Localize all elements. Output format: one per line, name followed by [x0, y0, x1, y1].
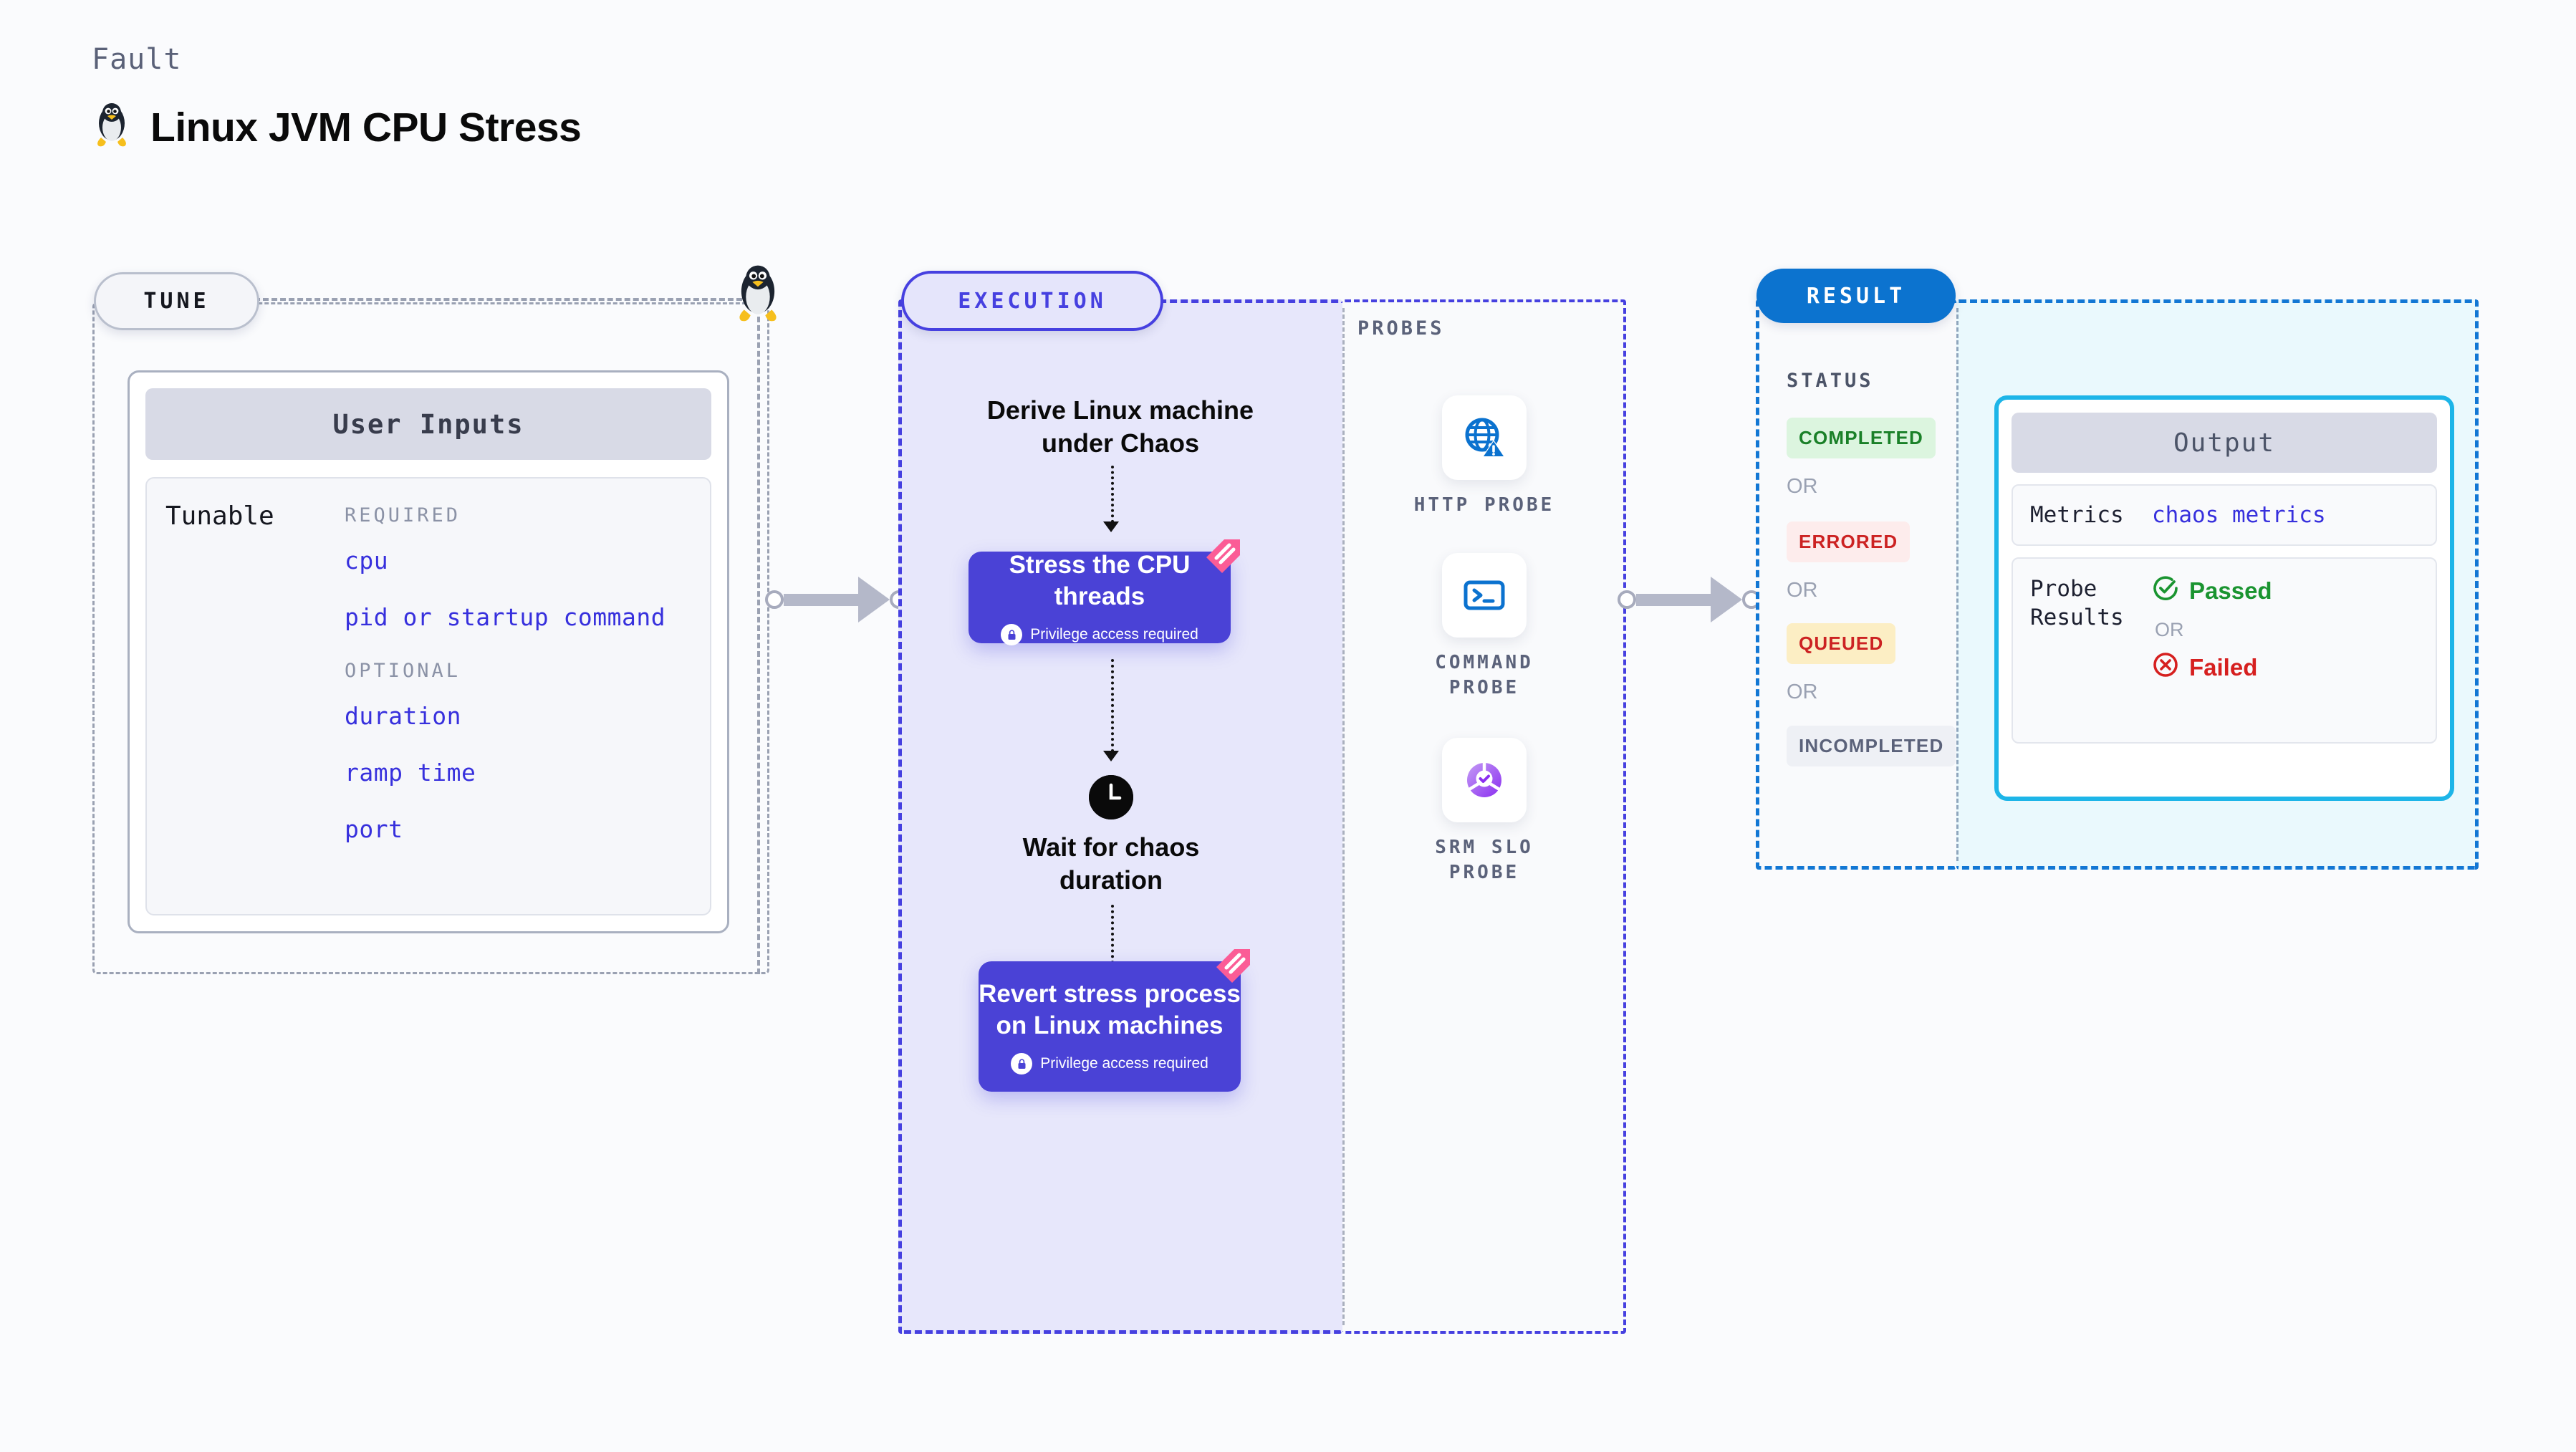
probe-label: SRM SLO PROBE [1435, 837, 1534, 884]
output-card: Output Metrics chaos metrics Probe Resul… [1994, 395, 2454, 801]
probe-result-passed: Passed [2152, 574, 2272, 607]
probe-result-failed: Failed [2152, 651, 2272, 684]
connector-bar [784, 593, 858, 606]
tunable-item[interactable]: pid or startup command [345, 603, 666, 631]
tune-panel [92, 302, 769, 974]
status-or: OR [1787, 475, 1818, 498]
status-or: OR [1787, 579, 1818, 602]
execution-step-revert-stress[interactable]: Revert stress process on Linux machines … [979, 949, 1250, 1092]
tunable-item[interactable]: cpu [345, 547, 389, 574]
fault-kicker: Fault [92, 43, 182, 76]
linux-tux-icon [732, 264, 784, 324]
result-badge[interactable]: RESULT [1756, 269, 1956, 323]
flow-arrow-line [1111, 905, 1114, 969]
status-badge-incompleted: INCOMPLETED [1787, 726, 1956, 766]
metrics-key: Metrics [2030, 501, 2124, 528]
tune-dashed-connector [254, 298, 759, 301]
probe-label: HTTP PROBE [1413, 494, 1555, 516]
connector-arrowhead [1711, 577, 1742, 622]
tunable-group-label: OPTIONAL [345, 660, 461, 682]
step-title: Revert stress process on Linux machines [979, 979, 1241, 1039]
tunable-item[interactable]: duration [345, 702, 461, 730]
user-inputs-card: User Inputs Tunable REQUIRED cpu pid or … [128, 370, 729, 933]
terminal-icon [1442, 553, 1527, 638]
flow-arrow-line [1111, 466, 1114, 523]
page-title: Linux JVM CPU Stress [150, 104, 582, 150]
status-title: STATUS [1787, 370, 1874, 392]
check-circle-icon [2152, 574, 2179, 607]
probe-result-or: OR [2155, 619, 2184, 640]
output-probe-results-row: Probe Results Passed OR [2012, 557, 2437, 744]
tune-badge[interactable]: TUNE [94, 272, 259, 330]
status-badge-completed: COMPLETED [1787, 418, 1936, 458]
user-inputs-title: User Inputs [145, 388, 711, 460]
output-metrics-row: Metrics chaos metrics [2012, 484, 2437, 546]
probes-divider [1342, 308, 1345, 1325]
title-row: Linux JVM CPU Stress [92, 102, 582, 153]
flow-arrow-head [1103, 751, 1119, 761]
connector-bar [1636, 593, 1711, 606]
tunable-group-label: REQUIRED [345, 504, 461, 527]
privilege-text: Privilege access required [1040, 1055, 1208, 1072]
slo-donut-check-icon [1442, 738, 1527, 822]
tunable-box: Tunable REQUIRED cpu pid or startup comm… [145, 477, 711, 915]
privilege-text: Privilege access required [1030, 626, 1198, 643]
flow-arrow-line [1111, 659, 1114, 752]
linux-tux-icon [92, 102, 132, 153]
result-status-panel [1756, 299, 1956, 870]
tunable-label: Tunable [165, 501, 274, 531]
execution-step-derive-label: Derive Linux machine under Chaos [986, 395, 1254, 458]
probe-command[interactable]: COMMAND PROBE [1413, 553, 1556, 701]
execution-step-wait-label: Wait for chaos duration [1022, 832, 1200, 895]
connector-dot [765, 590, 784, 609]
probe-results-values: Passed OR Failed [2152, 574, 2272, 726]
result-divider [1956, 308, 1959, 861]
fault-ribbon-icon [1201, 534, 1245, 578]
tunable-item[interactable]: port [345, 815, 403, 843]
status-badge-errored: ERRORED [1787, 521, 1911, 562]
execution-step-stress-cpu[interactable]: Stress the CPU threads Privilege access … [969, 539, 1240, 646]
connector-dot [1618, 590, 1636, 609]
lock-icon [1001, 624, 1023, 646]
globe-warning-icon [1442, 395, 1527, 480]
tune-right-dashed-edge [757, 299, 760, 974]
status-badge-queued: QUEUED [1787, 623, 1896, 664]
page-header: Fault Linux JVM CPU Stress [92, 43, 582, 153]
metrics-value[interactable]: chaos metrics [2152, 502, 2326, 528]
probe-results-key: Probe Results [2030, 576, 2124, 631]
tunable-item[interactable]: ramp time [345, 759, 476, 787]
tune-to-execution-arrow [765, 577, 908, 622]
probes-title: PROBES [1357, 317, 1445, 340]
fault-ribbon-icon [1211, 943, 1255, 988]
clock-icon [1089, 775, 1133, 819]
probes-to-result-arrow [1618, 577, 1761, 622]
connector-arrowhead [858, 577, 890, 622]
output-title: Output [2012, 413, 2437, 473]
passed-label: Passed [2189, 577, 2272, 604]
status-or: OR [1787, 681, 1818, 703]
probe-label: COMMAND PROBE [1435, 652, 1534, 699]
execution-badge[interactable]: EXECUTION [901, 271, 1163, 331]
privilege-note: Privilege access required [1011, 1053, 1208, 1075]
probe-srm-slo[interactable]: SRM SLO PROBE [1413, 738, 1556, 885]
flow-arrow-head [1103, 521, 1119, 532]
lock-icon [1011, 1053, 1033, 1075]
tunable-list: REQUIRED cpu pid or startup command OPTI… [345, 501, 691, 891]
privilege-note: Privilege access required [1001, 624, 1198, 646]
x-circle-icon [2152, 651, 2179, 684]
probe-http[interactable]: HTTP PROBE [1413, 395, 1556, 518]
step-title: Stress the CPU threads [1009, 550, 1191, 610]
failed-label: Failed [2189, 654, 2258, 681]
